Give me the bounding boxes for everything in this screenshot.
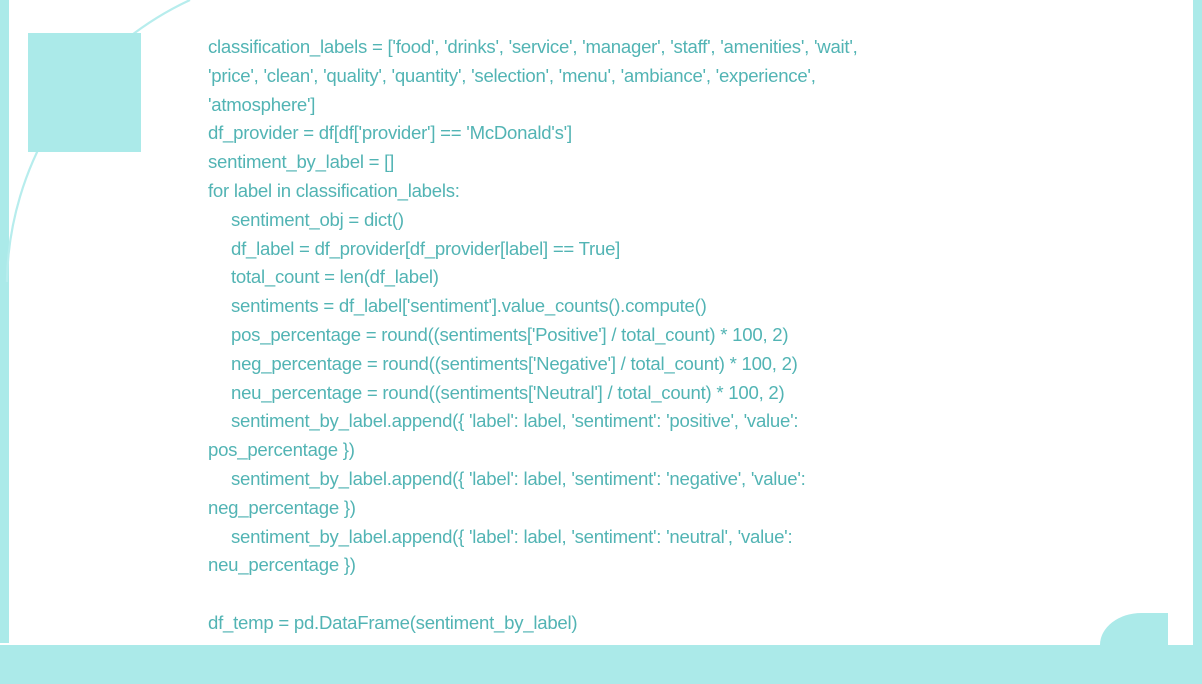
code-line: sentiment_by_label.append({ 'label': lab… [231, 525, 793, 547]
code-line: classification_labels = ['food', 'drinks… [208, 36, 858, 57]
bottom-right-rounded-accent [1100, 613, 1168, 645]
code-line [208, 580, 1068, 609]
code-line: total_count = len(df_label) [231, 266, 439, 288]
code-line: df_label = df_provider[df_provider[label… [231, 237, 621, 259]
code-line: 'price', 'clean', 'quality', 'quantity',… [208, 64, 816, 86]
code-line: pos_percentage }) [208, 439, 355, 461]
bottom-bar-accent [0, 645, 1202, 684]
code-line: neu_percentage = round((sentiments['Neut… [231, 381, 785, 403]
code-line: neu_percentage }) [208, 554, 356, 576]
code-line: neg_percentage }) [208, 496, 356, 518]
code-line: 'atmosphere'] [208, 93, 316, 115]
right-border-accent [1193, 0, 1202, 684]
code-line: sentiment_by_label.append({ 'label': lab… [231, 410, 799, 432]
code-line: df_temp = pd.DataFrame(sentiment_by_labe… [208, 611, 578, 633]
code-block: classification_labels = ['food', 'drinks… [208, 33, 1068, 638]
code-line: sentiment_by_label = [] [208, 151, 394, 173]
code-line: sentiments = df_label['sentiment'].value… [231, 295, 707, 317]
code-line: sentiment_obj = dict() [231, 208, 404, 230]
code-line: pos_percentage = round((sentiments['Posi… [231, 323, 789, 345]
code-line: sentiment_by_label.append({ 'label': lab… [231, 467, 806, 489]
left-border-accent [0, 0, 9, 643]
code-line: neg_percentage = round((sentiments['Nega… [231, 352, 798, 374]
code-line: df_provider = df[df['provider'] == 'McDo… [208, 122, 572, 144]
code-line: for label in classification_labels: [208, 179, 460, 201]
corner-square-accent [28, 33, 141, 152]
